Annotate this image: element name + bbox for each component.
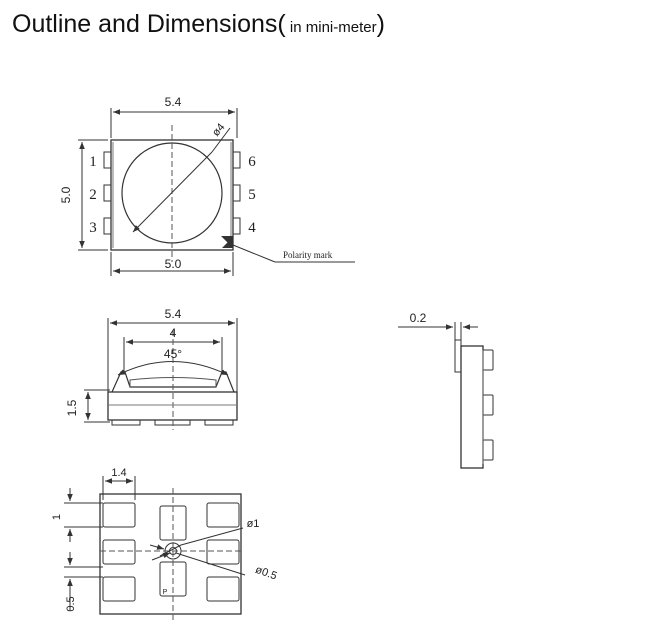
top-pin-6 (232, 151, 241, 169)
side-height-label: 1.5 (65, 399, 79, 416)
title-unit-note: in mini-meter (285, 19, 377, 36)
title-main: Outline and Dimensions( (12, 10, 286, 38)
side-lens-width-label: 4 (170, 326, 177, 340)
page-title: Outline and Dimensions( in mini-meter) (12, 10, 385, 39)
pin-label-3: 3 (89, 220, 97, 236)
footprint-pad-3 (102, 576, 136, 602)
end-thickness-label: 0.2 (410, 311, 427, 325)
title-close-paren: ) (376, 10, 385, 38)
footprint-pad-1 (102, 502, 136, 528)
top-pin-4 (232, 217, 241, 235)
footprint-pad-4 (206, 576, 240, 602)
pin-label-2: 2 (89, 187, 97, 203)
top-pin-3 (103, 217, 112, 235)
top-inner-width-label: 5.0 (165, 257, 182, 271)
top-pin-1 (103, 151, 112, 169)
pin-label-1: 1 (89, 154, 97, 170)
pin-label-6: 6 (248, 154, 256, 170)
pin-label-4: 4 (248, 220, 256, 236)
diameter-small-leader (175, 552, 246, 576)
polarity-mark-label: Polarity mark (283, 250, 333, 260)
pad-height-label: 1 (51, 514, 63, 520)
polarity-leader (232, 244, 276, 263)
footprint-pad-5 (206, 539, 240, 565)
footprint-view (64, 476, 246, 620)
footprint-body (99, 493, 242, 615)
side-view (84, 318, 238, 430)
top-width-label: 5.4 (165, 95, 182, 109)
top-view (78, 108, 355, 276)
footprint-pad-6 (206, 502, 240, 528)
pin-label-5: 5 (248, 187, 256, 203)
top-pin-2 (103, 184, 112, 202)
pad-width-label: 1.4 (111, 467, 126, 479)
footprint-marker-label: P (163, 589, 168, 596)
top-pin-5 (232, 184, 241, 202)
pad-gap-label: 0.5 (65, 596, 77, 611)
footprint-pad-2 (102, 539, 136, 565)
diameter-large-label: ø1 (247, 518, 260, 530)
diameter-small-label: ø0.5 (254, 564, 279, 583)
end-view (398, 322, 494, 469)
side-view-labels: 5.4 4 45° 1.5 (65, 307, 182, 416)
side-angle-label: 45° (164, 347, 182, 361)
lens-diameter-label: ø4 (210, 121, 227, 139)
side-width-label: 5.4 (165, 307, 182, 321)
end-view-lens (454, 339, 462, 373)
top-view-labels: 5.4 5.0 5.0 ø4 1 2 3 6 5 4 Polarity mark (59, 95, 333, 271)
footprint-labels: 1.4 1 0.5 ø1 ø0.5 P (51, 467, 278, 612)
top-height-label: 5.0 (59, 186, 73, 203)
end-view-body (460, 345, 484, 469)
lens-diameter-leader (132, 151, 213, 233)
